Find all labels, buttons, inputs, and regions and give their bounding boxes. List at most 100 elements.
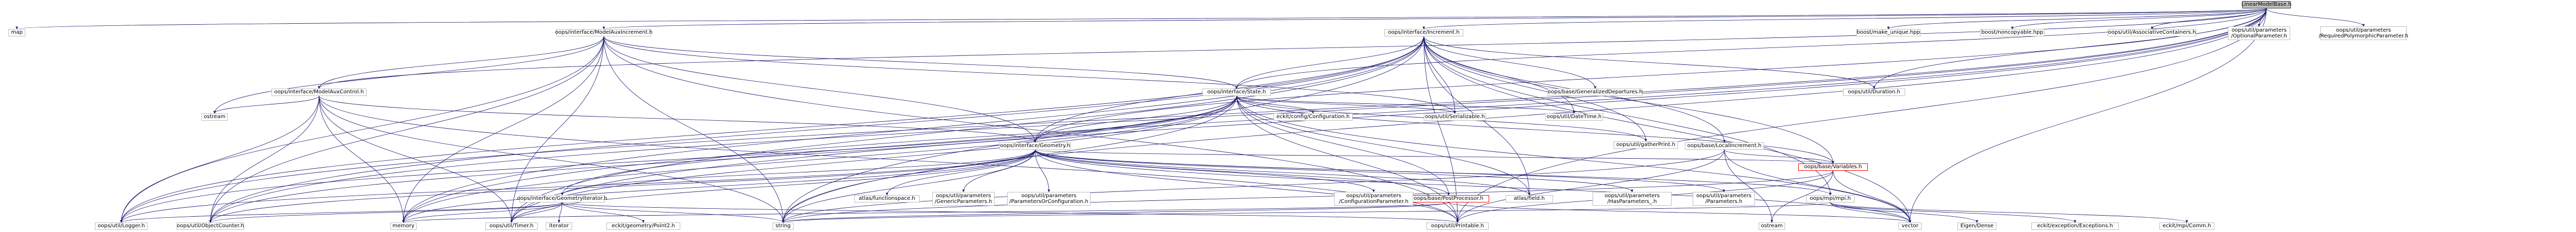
edge-geom-to-memory (402, 149, 1036, 223)
edge-mai-to-state (603, 36, 1238, 89)
edge-root-to-mac (317, 8, 2267, 89)
graph-node-geom[interactable]: oops/interface/Geometry.h (999, 142, 1071, 150)
edge-root-to-vector (1908, 8, 2267, 223)
graph-node-optparam[interactable]: oops/util/parameters /OptionalParameter.… (2228, 26, 2290, 40)
graph-node-printable[interactable]: oops/util/Printable.h (1426, 223, 1489, 230)
graph-node-atlas-field[interactable]: atlas/field.h (1506, 195, 1553, 202)
edge-mac-to-string (319, 95, 785, 223)
graph-node-config[interactable]: eckit/config/Configuration.h (1273, 113, 1353, 121)
edge-geomiter-to-point2 (562, 202, 645, 223)
edge-geom-to-paramsorcfg (1035, 149, 1050, 192)
graph-node-ii[interactable]: oops/interface/Increment.h (1384, 29, 1463, 36)
graph-node-boost-mu[interactable]: boost/make_unique.hpp (1856, 29, 1921, 36)
graph-node-root[interactable]: LinearModelBase.h (2241, 1, 2292, 8)
graph-node-comm[interactable]: eckit/mpi/Comm.h (2159, 223, 2214, 230)
graph-node-objcounter[interactable]: oops/util/ObjectCounter.h (177, 223, 244, 230)
edge-mac-to-memory (319, 95, 405, 223)
edge-mai-to-objcounter (209, 36, 604, 223)
edge-geom-to-mpi (1035, 149, 1832, 196)
edge-localinc-to-printable (1456, 149, 1725, 223)
edge-state-to-string (782, 95, 1237, 223)
edge-geom-to-variables (1035, 149, 1834, 164)
graph-node-exceptions[interactable]: eckit/exception/Exceptions.h (2031, 223, 2119, 230)
edge-state-to-logger (120, 95, 1237, 223)
graph-node-eigen[interactable]: Eigen/Dense (1957, 223, 1996, 230)
graph-node-duration[interactable]: oops/util/Duration.h (1843, 89, 1905, 96)
edge-geom-to-atlas_fs (885, 149, 1036, 196)
graph-node-postproc[interactable]: oops/base/PostProcessor.h (1408, 195, 1489, 202)
edge-ii-to-timer (510, 36, 1424, 223)
graph-node-assoc[interactable]: oops/util/AssociativeContainers.h (2108, 29, 2196, 36)
edge-geomiter-to-logger (120, 202, 563, 223)
graph-node-gendep[interactable]: oops/base/GeneralizedDepartures.h (1548, 89, 1643, 96)
graph-node-mai[interactable]: oops/interface/ModelAuxIncrement.h (555, 29, 653, 36)
edge-root-to-reqpoly (2266, 8, 2365, 27)
edge-mpi-to-exceptions (1830, 202, 2077, 223)
graph-node-ostream[interactable]: ostream (201, 113, 228, 121)
graph-node-memory[interactable]: memory (390, 223, 417, 230)
edge-state-to-postproc (1236, 95, 1450, 196)
edge-state-to-memory (402, 95, 1237, 223)
edge-ii-to-gatherprint (1423, 36, 1647, 142)
edge-ii-to-state (1235, 36, 1424, 89)
edge-state-to-serializable (1236, 95, 1456, 114)
graph-node-gatherprint[interactable]: oops/util/gatherPrint.h (1614, 141, 1678, 149)
graph-node-serializable[interactable]: oops/util/Serializable.h (1424, 113, 1486, 121)
graph-node-logger[interactable]: oops/util/Logger.h (95, 223, 148, 230)
graph-node-hasparams[interactable]: oops/util/parameters /HasParameters_.h (1593, 192, 1672, 206)
edge-mac-to-geom (319, 95, 1037, 143)
edge-root-to-boost_mu (1887, 8, 2267, 30)
edge-postproc-to-vector (1448, 202, 1912, 223)
graph-node-string[interactable]: string (773, 223, 794, 230)
edge-geomiter-to-string (562, 202, 785, 223)
edge-mpi-to-vector (1830, 202, 1912, 223)
graph-node-variables[interactable]: oops/base/Variables.h (1798, 163, 1868, 171)
edge-geom-to-objcounter (209, 149, 1036, 223)
edge-geom-to-vector (1035, 149, 1912, 223)
edge-root-to-string (782, 8, 2267, 223)
edge-localinc-to-string (782, 149, 1725, 223)
edge-variables-to-ostream2 (1770, 170, 1834, 223)
edge-mac-to-objcounter (209, 95, 320, 223)
graph-node-localinc[interactable]: oops/base/LocalIncrement.h (1685, 142, 1764, 150)
edge-state-to-datetime (1236, 95, 1576, 114)
graph-node-timer[interactable]: oops/util/Timer.h (485, 223, 538, 230)
graph-node-boost-nc[interactable]: boost/noncopyable.hpp (1980, 29, 2044, 36)
graph-node-genparams[interactable]: oops/util/parameters /GenericParameters.… (932, 192, 995, 206)
edge-variables-to-vector (1832, 170, 1912, 223)
graph-node-cfgparam[interactable]: oops/util/parameters /ConfigurationParam… (1334, 192, 1413, 206)
graph-node-state[interactable]: oops/interface/State.h (1202, 89, 1271, 96)
graph-node-iterator[interactable]: iterator (546, 223, 572, 230)
edge-root-to-printable (1456, 8, 2267, 223)
graph-node-ostream2[interactable]: ostream (1759, 223, 1785, 230)
graph-node-vector[interactable]: vector (1898, 223, 1922, 230)
graph-node-datetime[interactable]: oops/util/DateTime.h (1545, 113, 1603, 121)
graph-node-paramsorcfg[interactable]: oops/util/parameters /ParametersOrConfig… (1007, 192, 1091, 206)
edge-postproc-to-memory (402, 202, 1449, 223)
edge-root-to-duration (1873, 8, 2267, 89)
graph-node-params[interactable]: oops/util/parameters /Parameters.h (1693, 192, 1755, 206)
graph-node-point2[interactable]: eckit/geometry/Point2.h (606, 223, 680, 230)
edge-geomiter-to-iterator (557, 202, 563, 223)
graph-node-mpi[interactable]: oops/mpi/mpi.h (1806, 195, 1855, 202)
edge-geom-to-string (782, 149, 1036, 223)
edge-ii-to-serializable (1423, 36, 1456, 114)
graph-node-map[interactable]: map (8, 29, 25, 36)
graph-node-atlas-fs[interactable]: atlas/functionspace.h (854, 195, 920, 202)
edge-state-to-config (1236, 95, 1315, 114)
edge-mai-to-mac (317, 36, 604, 89)
edge-ii-to-gendep (1423, 36, 1597, 89)
edge-ii-to-logger (120, 36, 1424, 223)
graph-node-mac[interactable]: oops/interface/ModelAuxControl.h (272, 89, 366, 96)
edge-mpi-to-eigen (1830, 202, 1979, 223)
edge-mai-to-logger (120, 36, 604, 223)
edge-mai-to-timer (510, 36, 604, 223)
edge-localinc-to-variables (1724, 149, 1835, 164)
edge-root-to-boost_nc (2011, 8, 2267, 30)
edge-root-to-objcounter (209, 8, 2267, 223)
edge-state-to-atlas_field (1236, 95, 1531, 196)
graph-node-reqpoly[interactable]: oops/util/parameters /RequiredPolymorphi… (2319, 26, 2408, 40)
graph-node-geomiter[interactable]: oops/interface/GeometryIterator.h (517, 195, 607, 202)
